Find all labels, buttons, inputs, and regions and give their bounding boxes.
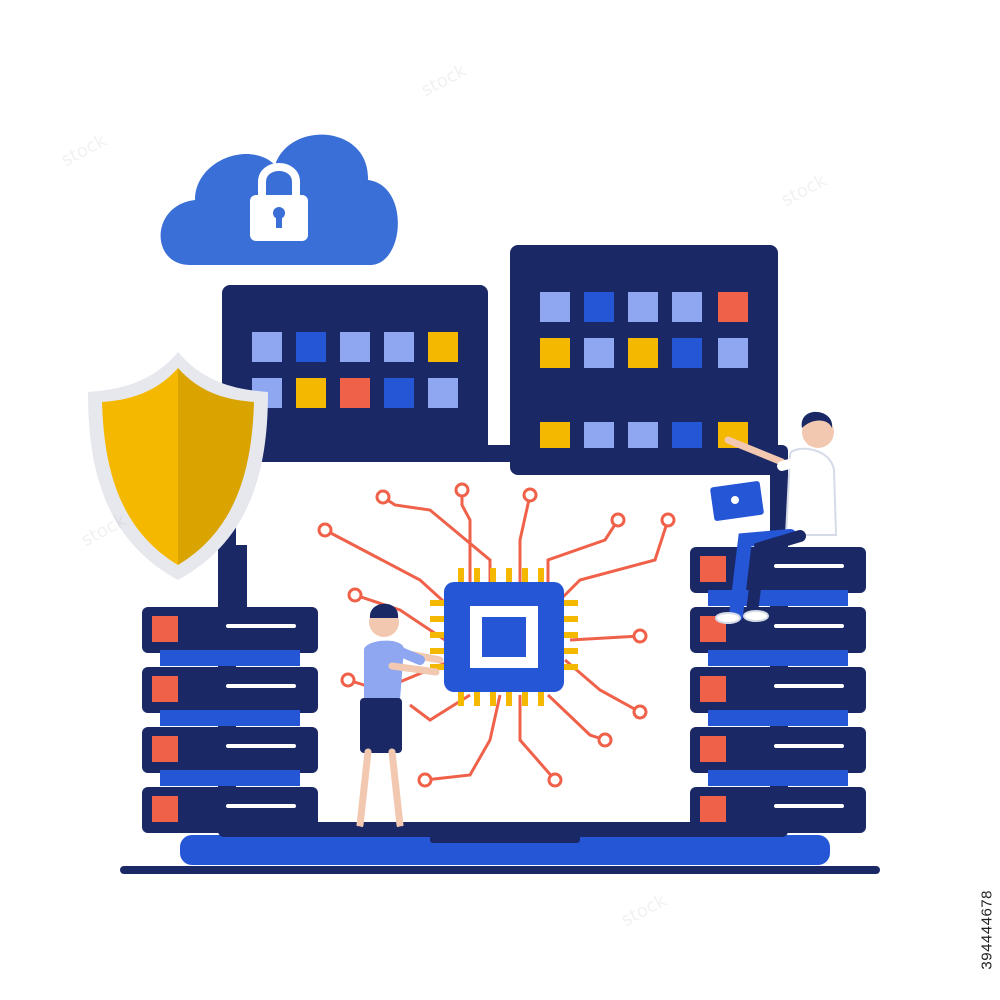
server-unit [142, 607, 318, 666]
server-panel-right [510, 245, 778, 475]
server-unit [142, 667, 318, 726]
circuit-nodes [317, 482, 676, 788]
server-rack-icon [142, 607, 318, 833]
stock-id-label: 394444678 [979, 890, 996, 970]
shield-icon [88, 352, 268, 610]
server-unit [142, 727, 318, 786]
server-rack-icon [690, 547, 866, 833]
microchip-icon [430, 568, 578, 706]
server-unit [142, 787, 318, 833]
ground-line [120, 866, 880, 874]
cloud-lock-icon [160, 134, 398, 265]
server-unit [690, 787, 866, 833]
server-panel-left [222, 285, 488, 460]
person-standing [347, 603, 444, 834]
server-unit [690, 667, 866, 726]
server-unit [690, 547, 866, 606]
person-sitting [710, 411, 838, 624]
server-unit [690, 727, 866, 786]
